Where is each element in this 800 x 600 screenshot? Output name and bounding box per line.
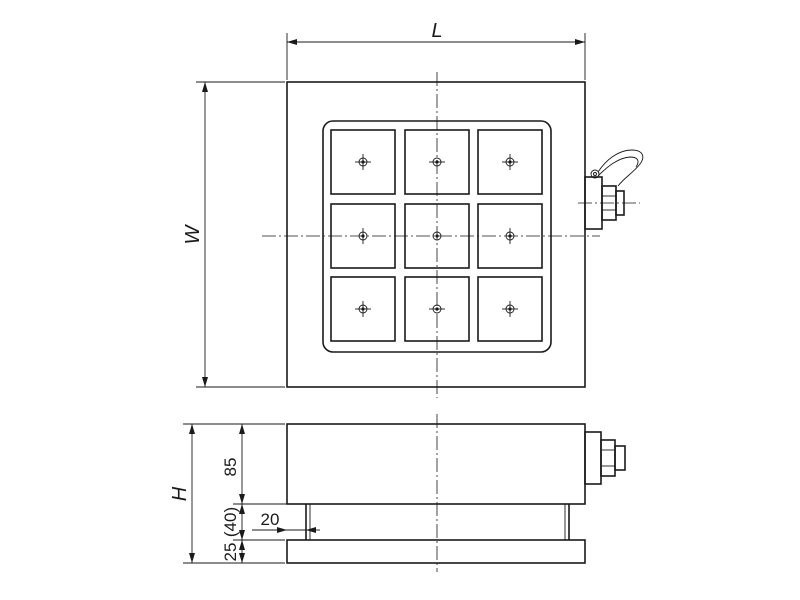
dimension-20-label: 20 (261, 510, 280, 529)
side-connector-front (584, 431, 626, 485)
dimension-25-label: 25 (221, 543, 240, 562)
top-view: L W (182, 20, 644, 398)
dimension-length-label: L (431, 20, 442, 42)
pole-block (477, 129, 543, 195)
screw-hole (355, 301, 371, 317)
dimension-length: L (286, 20, 586, 80)
pole-block (330, 276, 396, 342)
dimension-20: 20 (252, 510, 320, 533)
screw-hole (502, 154, 518, 170)
dimension-width: W (182, 81, 285, 388)
dimension-width-label: W (182, 223, 204, 244)
pole-block (477, 276, 543, 342)
base-plate (286, 539, 586, 564)
top-view-outline (286, 81, 586, 388)
screw-holes (355, 154, 518, 317)
chuck-body (286, 423, 586, 505)
front-view: H 85 (40) 25 20 (169, 414, 626, 572)
dimension-chain: 85 (40) 25 (221, 424, 304, 563)
screw-hole (355, 154, 371, 170)
dimension-40-label: (40) (221, 507, 240, 537)
screw-hole (502, 301, 518, 317)
dimension-height-label: H (169, 486, 191, 501)
pole-block (330, 129, 396, 195)
side-connector (578, 149, 644, 230)
dimension-height: H (169, 423, 285, 564)
dimension-85-label: 85 (221, 458, 240, 477)
